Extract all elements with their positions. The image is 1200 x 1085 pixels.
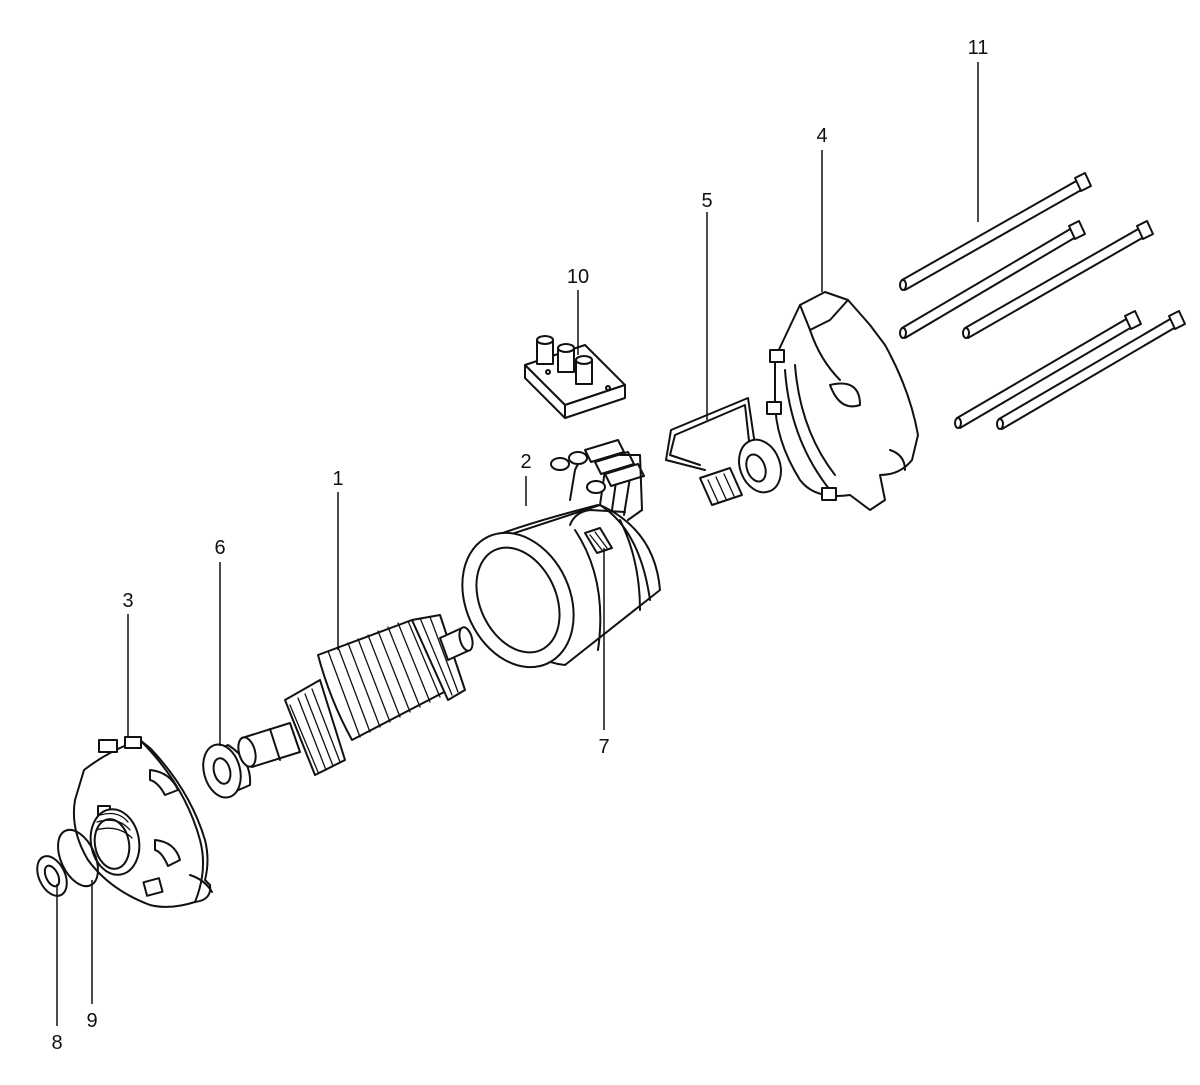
callout-1: 1 bbox=[332, 468, 343, 490]
part-4-rear-housing bbox=[766, 291, 919, 511]
part-7-sensor bbox=[569, 509, 626, 554]
callout-8: 8 bbox=[51, 1032, 62, 1054]
callout-4: 4 bbox=[816, 125, 827, 147]
part-1-rotor bbox=[237, 614, 474, 776]
callout-11: 11 bbox=[968, 37, 989, 59]
part-8-washer bbox=[36, 855, 68, 897]
callout-2: 2 bbox=[520, 451, 531, 473]
part-3-end-housing bbox=[72, 736, 213, 908]
part-11-bolts bbox=[899, 172, 1186, 430]
callout-10: 10 bbox=[567, 266, 589, 288]
part-5-harness bbox=[665, 397, 782, 506]
callout-3: 3 bbox=[122, 590, 133, 612]
callout-6: 6 bbox=[214, 537, 225, 559]
leader-lines bbox=[56, 62, 979, 1026]
callout-9: 9 bbox=[86, 1010, 97, 1032]
part-9-o-ring bbox=[57, 828, 99, 888]
part-2-stator bbox=[461, 439, 661, 669]
callout-labels: 1 2 3 4 5 6 7 8 9 10 11 bbox=[51, 37, 988, 1054]
part-10-terminal-block bbox=[524, 335, 626, 419]
callout-7: 7 bbox=[598, 736, 609, 758]
callout-5: 5 bbox=[701, 190, 712, 212]
